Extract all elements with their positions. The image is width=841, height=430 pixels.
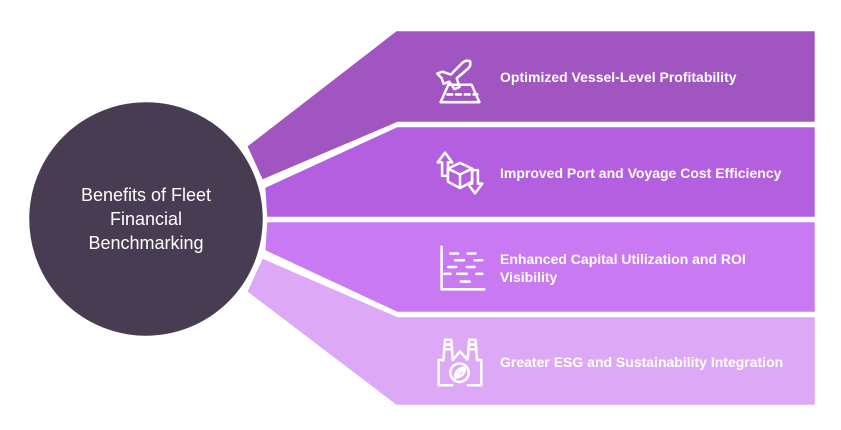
center-circle xyxy=(26,99,266,339)
diagram-title: Benefits of Fleet Financial Benchmarking xyxy=(80,184,212,254)
chart-dashes-icon xyxy=(429,237,491,299)
band-shape-1 xyxy=(244,28,818,183)
benefit-label: Improved Port and Voyage Cost Efficiency xyxy=(500,164,782,181)
band-shape-4 xyxy=(244,255,818,408)
benefit-row-esg-sustainability: Greater ESG and Sustainability Integrati… xyxy=(429,331,804,393)
band-shape-2 xyxy=(262,124,818,220)
benefit-label: Greater ESG and Sustainability Integrati… xyxy=(500,353,784,370)
diagram-title-container: Benefits of Fleet Financial Benchmarking xyxy=(28,101,264,337)
benefit-row-port-voyage-cost: Improved Port and Voyage Cost Efficiency xyxy=(429,142,804,204)
benefit-label: Optimized Vessel-Level Profitability xyxy=(500,68,737,85)
cargo-cube-arrows-icon xyxy=(429,142,491,204)
benefit-row-capital-roi: Enhanced Capital Utilization and ROI Vis… xyxy=(429,237,804,299)
benefit-label: Enhanced Capital Utilization and ROI Vis… xyxy=(500,250,746,285)
benefit-row-vessel-profitability: Optimized Vessel-Level Profitability xyxy=(429,46,804,108)
eco-factory-leaf-icon xyxy=(429,331,491,393)
band-shape-3 xyxy=(262,219,818,315)
vessel-takeoff-icon xyxy=(429,46,491,108)
